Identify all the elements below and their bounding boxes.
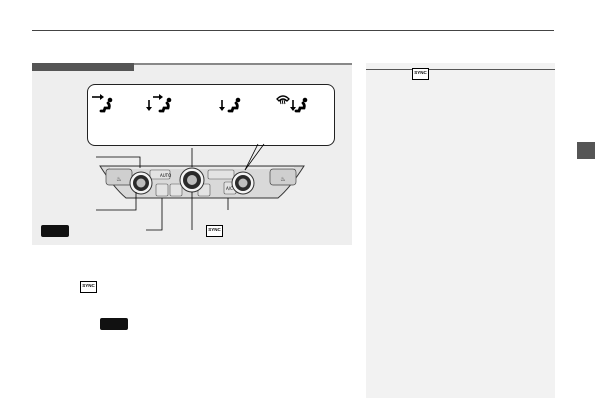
sync-button (155, 183, 169, 197)
vent-airflow-icon (90, 92, 116, 114)
note-sync-icon: SYNC (412, 68, 429, 80)
note-box (366, 63, 555, 398)
leader-sync (146, 198, 163, 231)
bubble-pointer-line-2 (244, 143, 265, 171)
chapter-tab-icon[interactable] (577, 142, 595, 159)
figure-section-tab (32, 63, 134, 71)
header-rule (32, 30, 554, 31)
leader-driver-knob-bottom (96, 192, 137, 211)
note-header-rule (366, 69, 555, 70)
airflow-mode-bubble (87, 84, 335, 146)
body-rear-passenger-icon (100, 318, 129, 330)
driver-temperature-knob (129, 171, 153, 195)
auto-button-label: AUTO (160, 173, 171, 178)
svg-text:♨: ♨ (116, 176, 121, 183)
leader-driver-temp (96, 156, 141, 168)
passenger-seat-button (269, 168, 297, 186)
rear-passenger-icon (41, 225, 69, 237)
passenger-temperature-knob (231, 171, 255, 195)
bi-level-airflow-icon (146, 92, 176, 114)
rear-defrost-button (149, 169, 171, 180)
ac-button-label: A/C (226, 186, 233, 191)
climate-control-panel: ♨ ♨ AUTO A/C (96, 143, 305, 231)
fan-down-button (169, 183, 183, 197)
floor-airflow-icon (219, 92, 245, 114)
sync-off-icon: SYNC (206, 225, 223, 237)
svg-text:♨: ♨ (280, 176, 285, 183)
body-sync-icon: SYNC (80, 281, 97, 293)
recirculation-button (207, 169, 235, 180)
fan-mode-knob (179, 167, 205, 193)
bubble-pointer-line (244, 143, 259, 171)
floor-defrost-airflow-icon (276, 92, 312, 114)
